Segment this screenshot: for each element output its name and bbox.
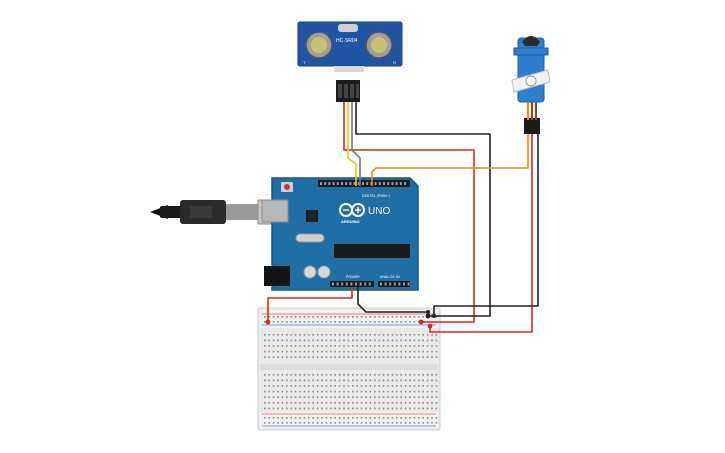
ultrasonic-sensor-icon[interactable]: HC-SR04 T R xyxy=(297,21,403,102)
breadboard-holes xyxy=(264,316,438,424)
microcontroller-chip xyxy=(334,244,410,258)
sensor-pin-label-t: T xyxy=(303,60,306,65)
arduino-uno-board[interactable]: UNO ARDUINO DIGITAL (PWM~) POWER ANALOG … xyxy=(261,177,419,291)
wire-sensor-trig xyxy=(347,102,357,186)
wires xyxy=(267,102,539,333)
board-maker: ARDUINO xyxy=(341,219,360,224)
power-header-label: POWER xyxy=(346,275,360,279)
analog-header-label: ANALOG IN xyxy=(380,275,400,279)
wire-endpoints xyxy=(265,310,436,329)
sensor-model-label: HC-SR04 xyxy=(336,38,358,44)
board-brand: UNO xyxy=(368,206,390,217)
wire-sensor-vcc xyxy=(343,102,475,323)
breadboard[interactable] xyxy=(257,307,441,431)
wire-servo-gnd xyxy=(433,134,539,316)
arduino-logo xyxy=(339,203,365,217)
wire-sensor-gnd xyxy=(355,102,491,317)
wire-sensor-echo xyxy=(351,102,361,186)
wire-board-5v xyxy=(267,287,353,322)
wire-servo-power xyxy=(429,134,533,333)
wire-servo-signal xyxy=(371,134,529,186)
servo-motor-icon[interactable] xyxy=(511,36,551,134)
sensor-pin-label-r: R xyxy=(393,60,396,65)
digital-header-label: DIGITAL (PWM~) xyxy=(362,194,390,198)
wire-board-gnd xyxy=(357,287,428,313)
